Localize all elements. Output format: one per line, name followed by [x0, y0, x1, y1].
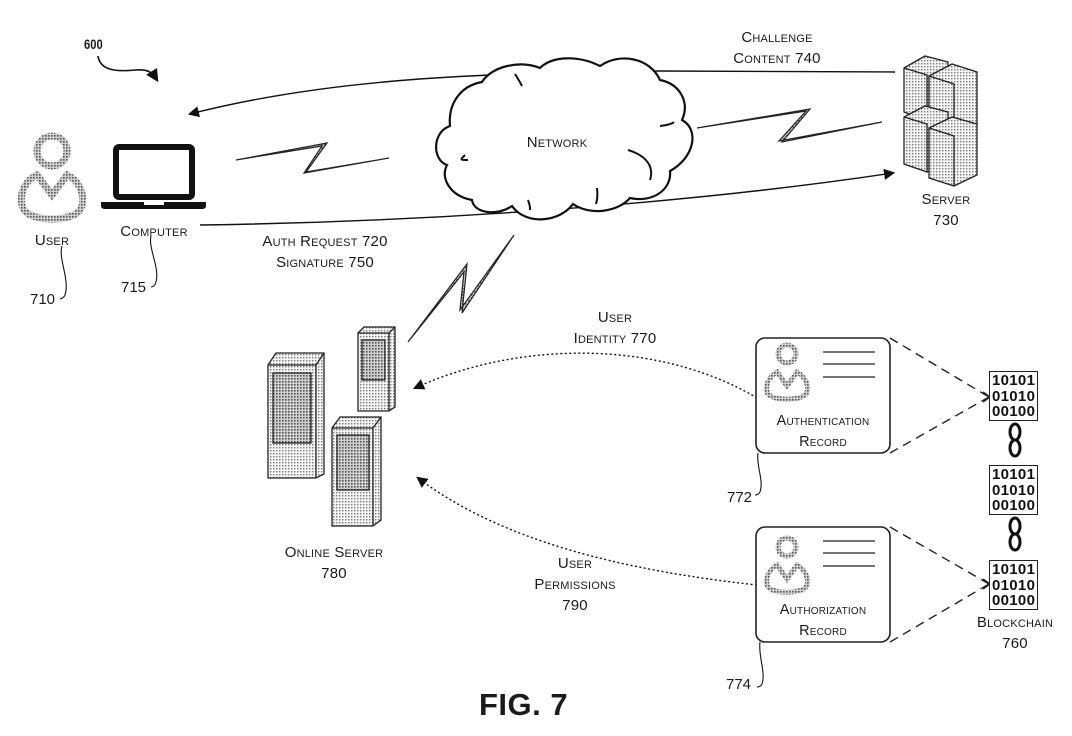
- ref-715-leader: [149, 235, 158, 288]
- wireless-link-online-server-icon: [407, 234, 515, 343]
- authentication-record-label: Authentication Record: [756, 411, 890, 453]
- blockchain-ref: 760: [1002, 635, 1028, 652]
- authorization-block-link: [889, 526, 990, 643]
- figure-ref-number: 600: [84, 36, 103, 52]
- ref-772-leader: [754, 452, 762, 496]
- online-server-label: Online Server 780: [264, 542, 404, 584]
- ref-774-leader: [756, 641, 764, 688]
- authorization-record-ref: 774: [726, 676, 752, 693]
- auth-request-line2: Signature 750: [276, 254, 374, 271]
- user-identity-label: User Identity 770: [555, 307, 675, 349]
- user-permissions-line1: User: [557, 555, 593, 572]
- block-3-row-3: 00100: [992, 592, 1036, 609]
- user-label: User: [34, 232, 70, 249]
- blockchain-block-3: 10101 01010 00100: [989, 560, 1039, 610]
- blockchain-block-2: 10101 01010 00100: [989, 465, 1039, 515]
- ref-600-leader: [97, 55, 159, 83]
- auth-request-line1: Auth Request 720: [262, 233, 388, 250]
- authentication-record-ref: 772: [727, 489, 753, 506]
- authorization-line2: Record: [799, 623, 847, 639]
- blockchain-block-1: 10101 01010 00100: [989, 371, 1039, 421]
- block-3-row-2: 01010: [992, 576, 1036, 594]
- blockchain-name: Blockchain: [976, 614, 1054, 631]
- chain-link-icon: [1008, 422, 1022, 552]
- network-label: Network: [526, 134, 588, 151]
- blockchain-label: Blockchain 760: [960, 612, 1070, 654]
- block-2-row-3: 00100: [992, 497, 1036, 514]
- server-label: Server 730: [906, 189, 986, 231]
- auth-request-label: Auth Request 720 Signature 750: [240, 231, 410, 273]
- authentication-block-link: [889, 337, 990, 454]
- user-ref: 710: [30, 291, 56, 308]
- authorization-line1: Authorization: [779, 602, 867, 618]
- server-stack-icon: [903, 55, 978, 187]
- server-ref: 730: [933, 212, 959, 229]
- authentication-record-card: [755, 337, 891, 454]
- online-server-ref: 780: [321, 565, 347, 582]
- wireless-link-server-icon: [696, 108, 883, 143]
- server-name: Server: [921, 191, 971, 208]
- online-server-tower-icon: [267, 326, 396, 527]
- block-2-row-1: 10101: [992, 466, 1036, 483]
- user-identity-arrow: [412, 352, 758, 399]
- ref-710-leader: [59, 245, 67, 300]
- block-2-row-2: 01010: [992, 481, 1036, 499]
- authentication-line1: Authentication: [776, 413, 870, 429]
- user-permissions-label: User Permissions 790: [510, 553, 640, 616]
- computer-ref: 715: [121, 279, 147, 296]
- challenge-line2: Content 740: [733, 50, 821, 67]
- block-1-row-1: 10101: [992, 372, 1036, 389]
- authorization-record-label: Authorization Record: [756, 600, 890, 642]
- user-permissions-line3: 790: [562, 597, 588, 614]
- wireless-link-computer-icon: [235, 142, 390, 174]
- block-1-row-2: 01010: [992, 387, 1036, 405]
- user-permissions-line2: Permissions: [534, 576, 616, 593]
- challenge-line1: Challenge: [741, 29, 813, 46]
- figure-caption: FIG. 7: [479, 687, 569, 722]
- user-person-icon: [17, 132, 87, 223]
- online-server-name: Online Server: [284, 544, 384, 561]
- authorization-record-card: [755, 526, 891, 643]
- block-3-row-1: 10101: [992, 561, 1036, 578]
- block-1-row-3: 00100: [992, 403, 1036, 420]
- user-permissions-arrow: [416, 476, 758, 586]
- network-cloud-icon: [435, 57, 694, 221]
- user-identity-line1: User: [597, 309, 633, 326]
- user-identity-line2: Identity 770: [573, 330, 657, 347]
- authentication-line2: Record: [799, 434, 847, 450]
- computer-label: Computer: [120, 223, 188, 240]
- computer-laptop-icon: [101, 144, 206, 209]
- challenge-content-label: Challenge Content 740: [712, 27, 842, 69]
